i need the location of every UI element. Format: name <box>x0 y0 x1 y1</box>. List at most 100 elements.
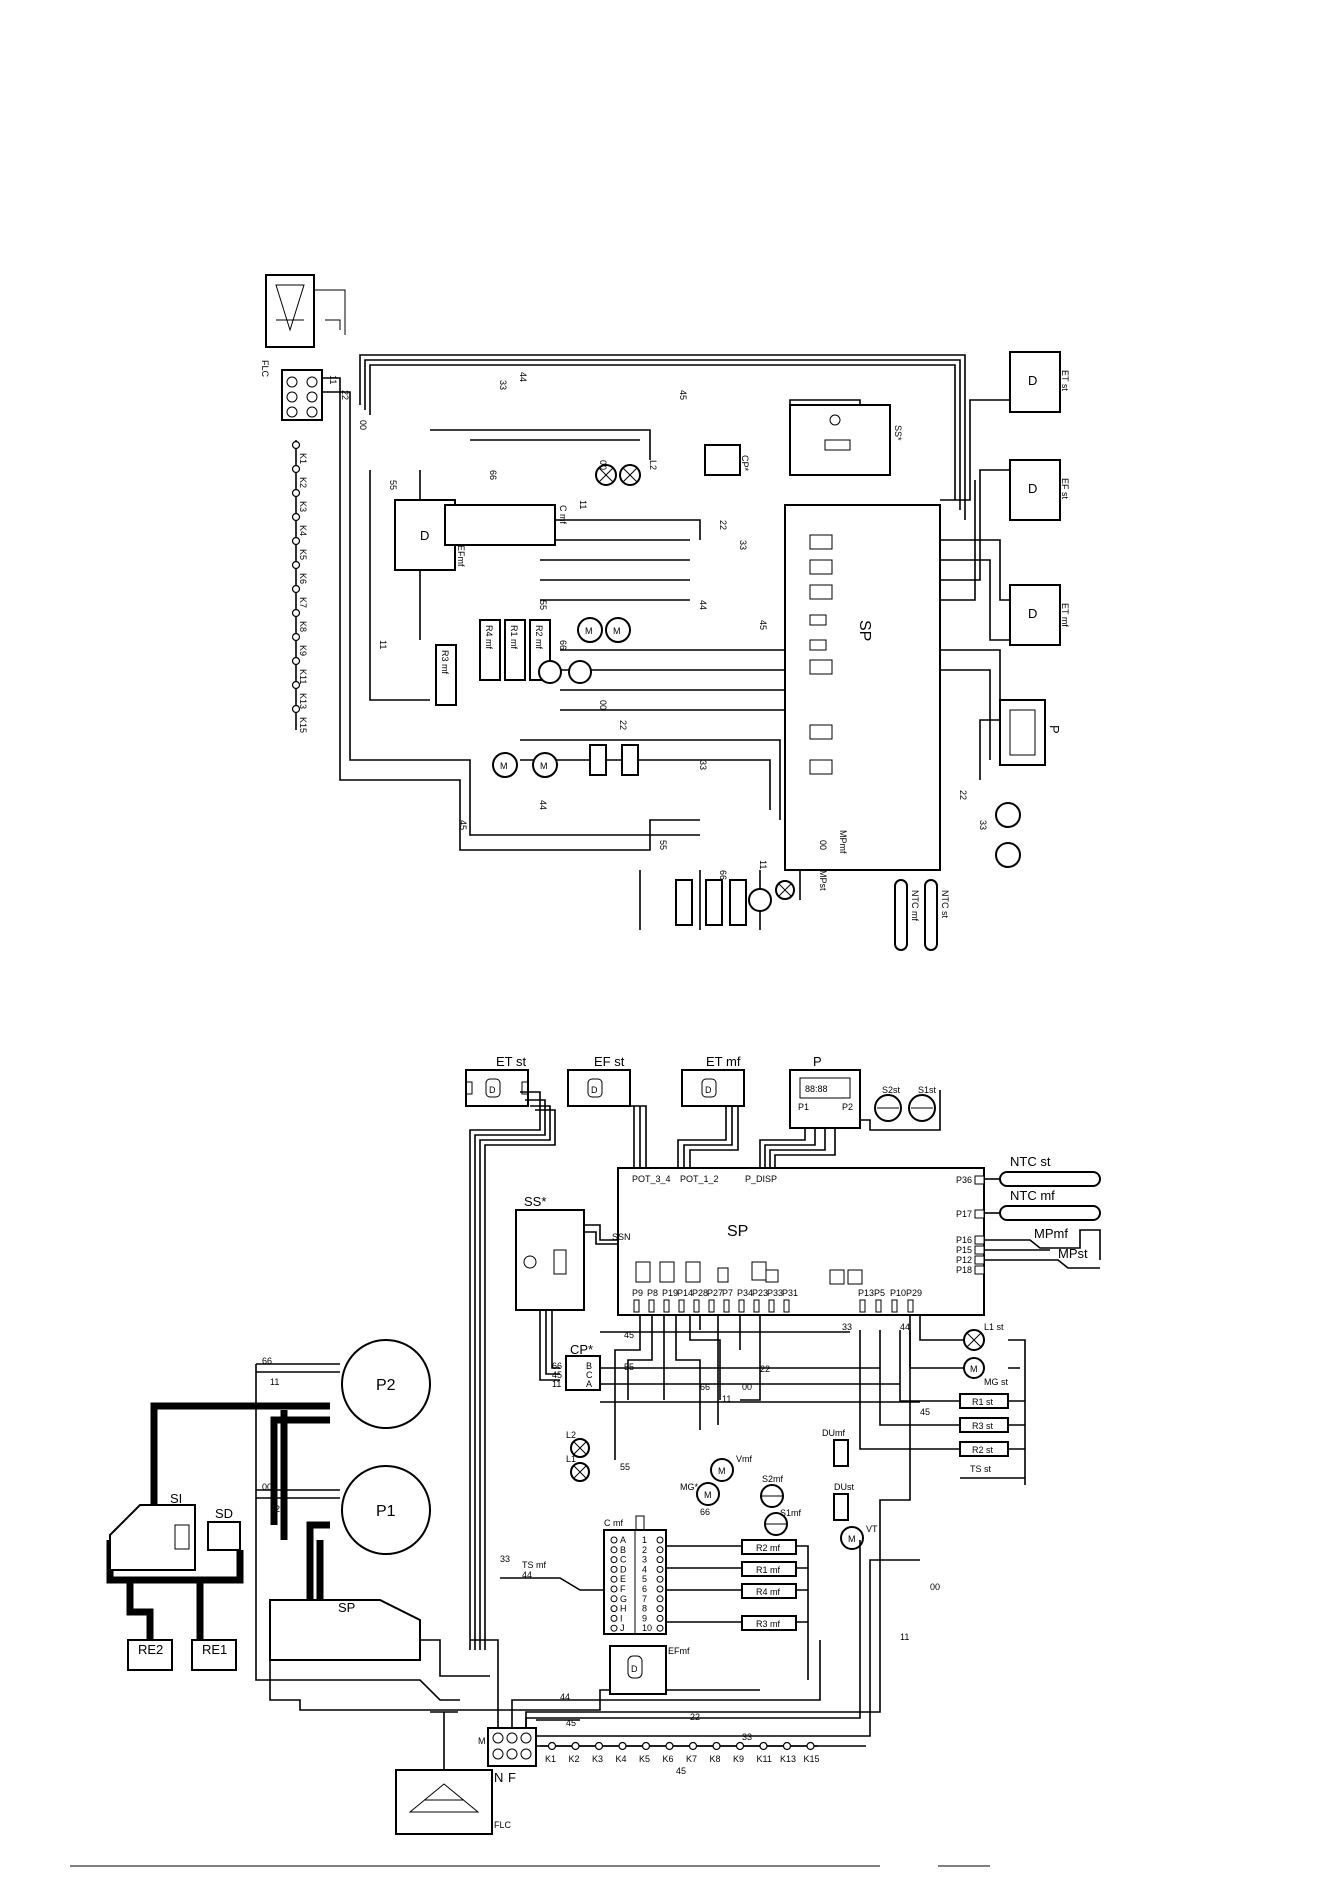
upper-efmf-label: EFmf <box>456 545 466 567</box>
sp-bottom-pin-label: P27 <box>707 1288 723 1298</box>
lower-mg-motor <box>696 1482 720 1506</box>
lower-r1-mf <box>741 1561 797 1577</box>
upper-wire-loop-c <box>369 364 956 500</box>
cmf-pin-number: 4 <box>642 1564 647 1574</box>
cmf-pin-left <box>610 1546 618 1554</box>
svg-text:M: M <box>500 761 508 771</box>
upper-cp <box>704 444 741 476</box>
upper-s2mf <box>568 660 592 684</box>
svg-text:P1: P1 <box>376 1503 396 1520</box>
svg-text:R4 mf: R4 mf <box>484 625 494 650</box>
lower-ntc-st <box>999 1171 1101 1187</box>
svg-text:M: M <box>540 761 548 771</box>
sp-right-pin-label: P18 <box>956 1265 972 1275</box>
cp-pin-letter: A <box>586 1379 592 1389</box>
cmf-pin-letter: F <box>620 1584 626 1594</box>
upper-flc-label: FLC <box>260 360 270 378</box>
svg-text:ET mf: ET mf <box>1060 603 1070 627</box>
cmf-pin-right <box>656 1614 664 1622</box>
sp-bottom-pin-label: P28 <box>692 1288 708 1298</box>
upper-r3st <box>705 879 723 926</box>
cmf-pin-letter: E <box>620 1574 626 1584</box>
svg-text:SD: SD <box>215 1506 233 1521</box>
lower-key-node <box>641 1741 651 1751</box>
svg-text:TS st: TS st <box>970 1464 992 1474</box>
svg-text:88:88: 88:88 <box>805 1084 828 1094</box>
wire-code: 00 <box>818 840 828 850</box>
svg-text:M: M <box>848 1534 856 1544</box>
wire-code: 33 <box>500 1554 510 1564</box>
lower-key-node <box>618 1741 627 1751</box>
lower-et-mf: ET mf D <box>681 1054 745 1107</box>
lower-key-node <box>594 1741 604 1751</box>
upper-key-label: K1 <box>298 453 308 464</box>
wire-code: 00 <box>930 1582 940 1592</box>
lower-key-node <box>782 1741 792 1751</box>
sp-bottom-pin-label: P19 <box>662 1288 678 1298</box>
svg-text:NTC mf: NTC mf <box>910 890 920 921</box>
svg-text:MPmf: MPmf <box>838 830 848 854</box>
upper-key-node <box>291 464 301 474</box>
lower-key-label: K11 <box>757 1754 772 1764</box>
upper-dumf <box>621 744 639 776</box>
lower-r3-mf <box>741 1615 797 1631</box>
svg-text:DUmf: DUmf <box>822 1428 845 1438</box>
cmf-pin-number: 6 <box>642 1584 647 1594</box>
sp-right-pin-label: P36 <box>956 1175 972 1185</box>
upper-flc-symbol <box>275 284 305 332</box>
svg-text:D: D <box>705 1085 712 1095</box>
sp-right-pin-label: P12 <box>956 1255 972 1265</box>
wire-code: 44 <box>518 372 528 382</box>
upper-s2st <box>995 802 1021 828</box>
wire-code: 66 <box>700 1507 710 1517</box>
lower-key-label: K2 <box>569 1754 580 1764</box>
svg-text:P: P <box>813 1054 822 1069</box>
sp-bottom-pin-label: P7 <box>722 1288 733 1298</box>
lower-key-node <box>712 1741 721 1751</box>
upper-wire-bottom <box>639 870 801 930</box>
cmf-pin-right <box>656 1556 664 1564</box>
sp-right-pin <box>974 1255 985 1265</box>
upper-sp-relays <box>809 534 833 775</box>
upper-key-node <box>291 512 301 522</box>
lower-key-node <box>571 1741 580 1751</box>
lower-cp <box>565 1355 601 1391</box>
upper-key-node <box>291 680 301 690</box>
upper-key-node <box>291 440 301 450</box>
upper-ss-box <box>789 404 891 476</box>
svg-text:R3 st: R3 st <box>972 1421 994 1431</box>
wire-code: 33 <box>978 820 988 830</box>
upper-key-label: K6 <box>298 573 308 584</box>
svg-text:M: M <box>478 1736 486 1746</box>
sp-bottom-pin-label: P29 <box>906 1288 922 1298</box>
wire-code: 33 <box>698 760 708 770</box>
sp-bottom-pin-label: P9 <box>632 1288 643 1298</box>
upper-key-node <box>291 584 301 594</box>
lower-re2 <box>127 1639 173 1671</box>
lower-r4-mf <box>741 1583 797 1599</box>
svg-text:P: P <box>1047 725 1062 734</box>
sp-bottom-pin <box>633 1299 640 1313</box>
wire-code: 45 <box>624 1330 634 1340</box>
sp-bottom-pin-label: P23 <box>752 1288 768 1298</box>
wire-code: 55 <box>624 1362 634 1372</box>
lower-sp-board <box>617 1167 985 1316</box>
wire-code: 45 <box>566 1718 576 1728</box>
svg-text:R3 mf: R3 mf <box>756 1619 781 1629</box>
svg-text:SS*: SS* <box>524 1194 546 1209</box>
lower-si-board <box>109 1504 196 1571</box>
svg-text:TS mf: TS mf <box>522 1560 546 1570</box>
wire-code: 22 <box>718 520 728 530</box>
svg-text:EF st: EF st <box>1060 478 1070 500</box>
wire-code: 45 <box>458 820 468 830</box>
cmf-pin-number: 3 <box>642 1555 647 1565</box>
cmf-pin-right <box>656 1575 664 1583</box>
svg-text:D: D <box>1028 481 1037 496</box>
lower-ntc-mf <box>999 1205 1101 1221</box>
wire-code: 45 <box>678 390 688 400</box>
upper-wire-loop-b <box>364 359 961 510</box>
lower-key-label: K6 <box>663 1754 674 1764</box>
upper-key-label: K5 <box>298 549 308 560</box>
upper-ground-wire <box>314 289 346 335</box>
